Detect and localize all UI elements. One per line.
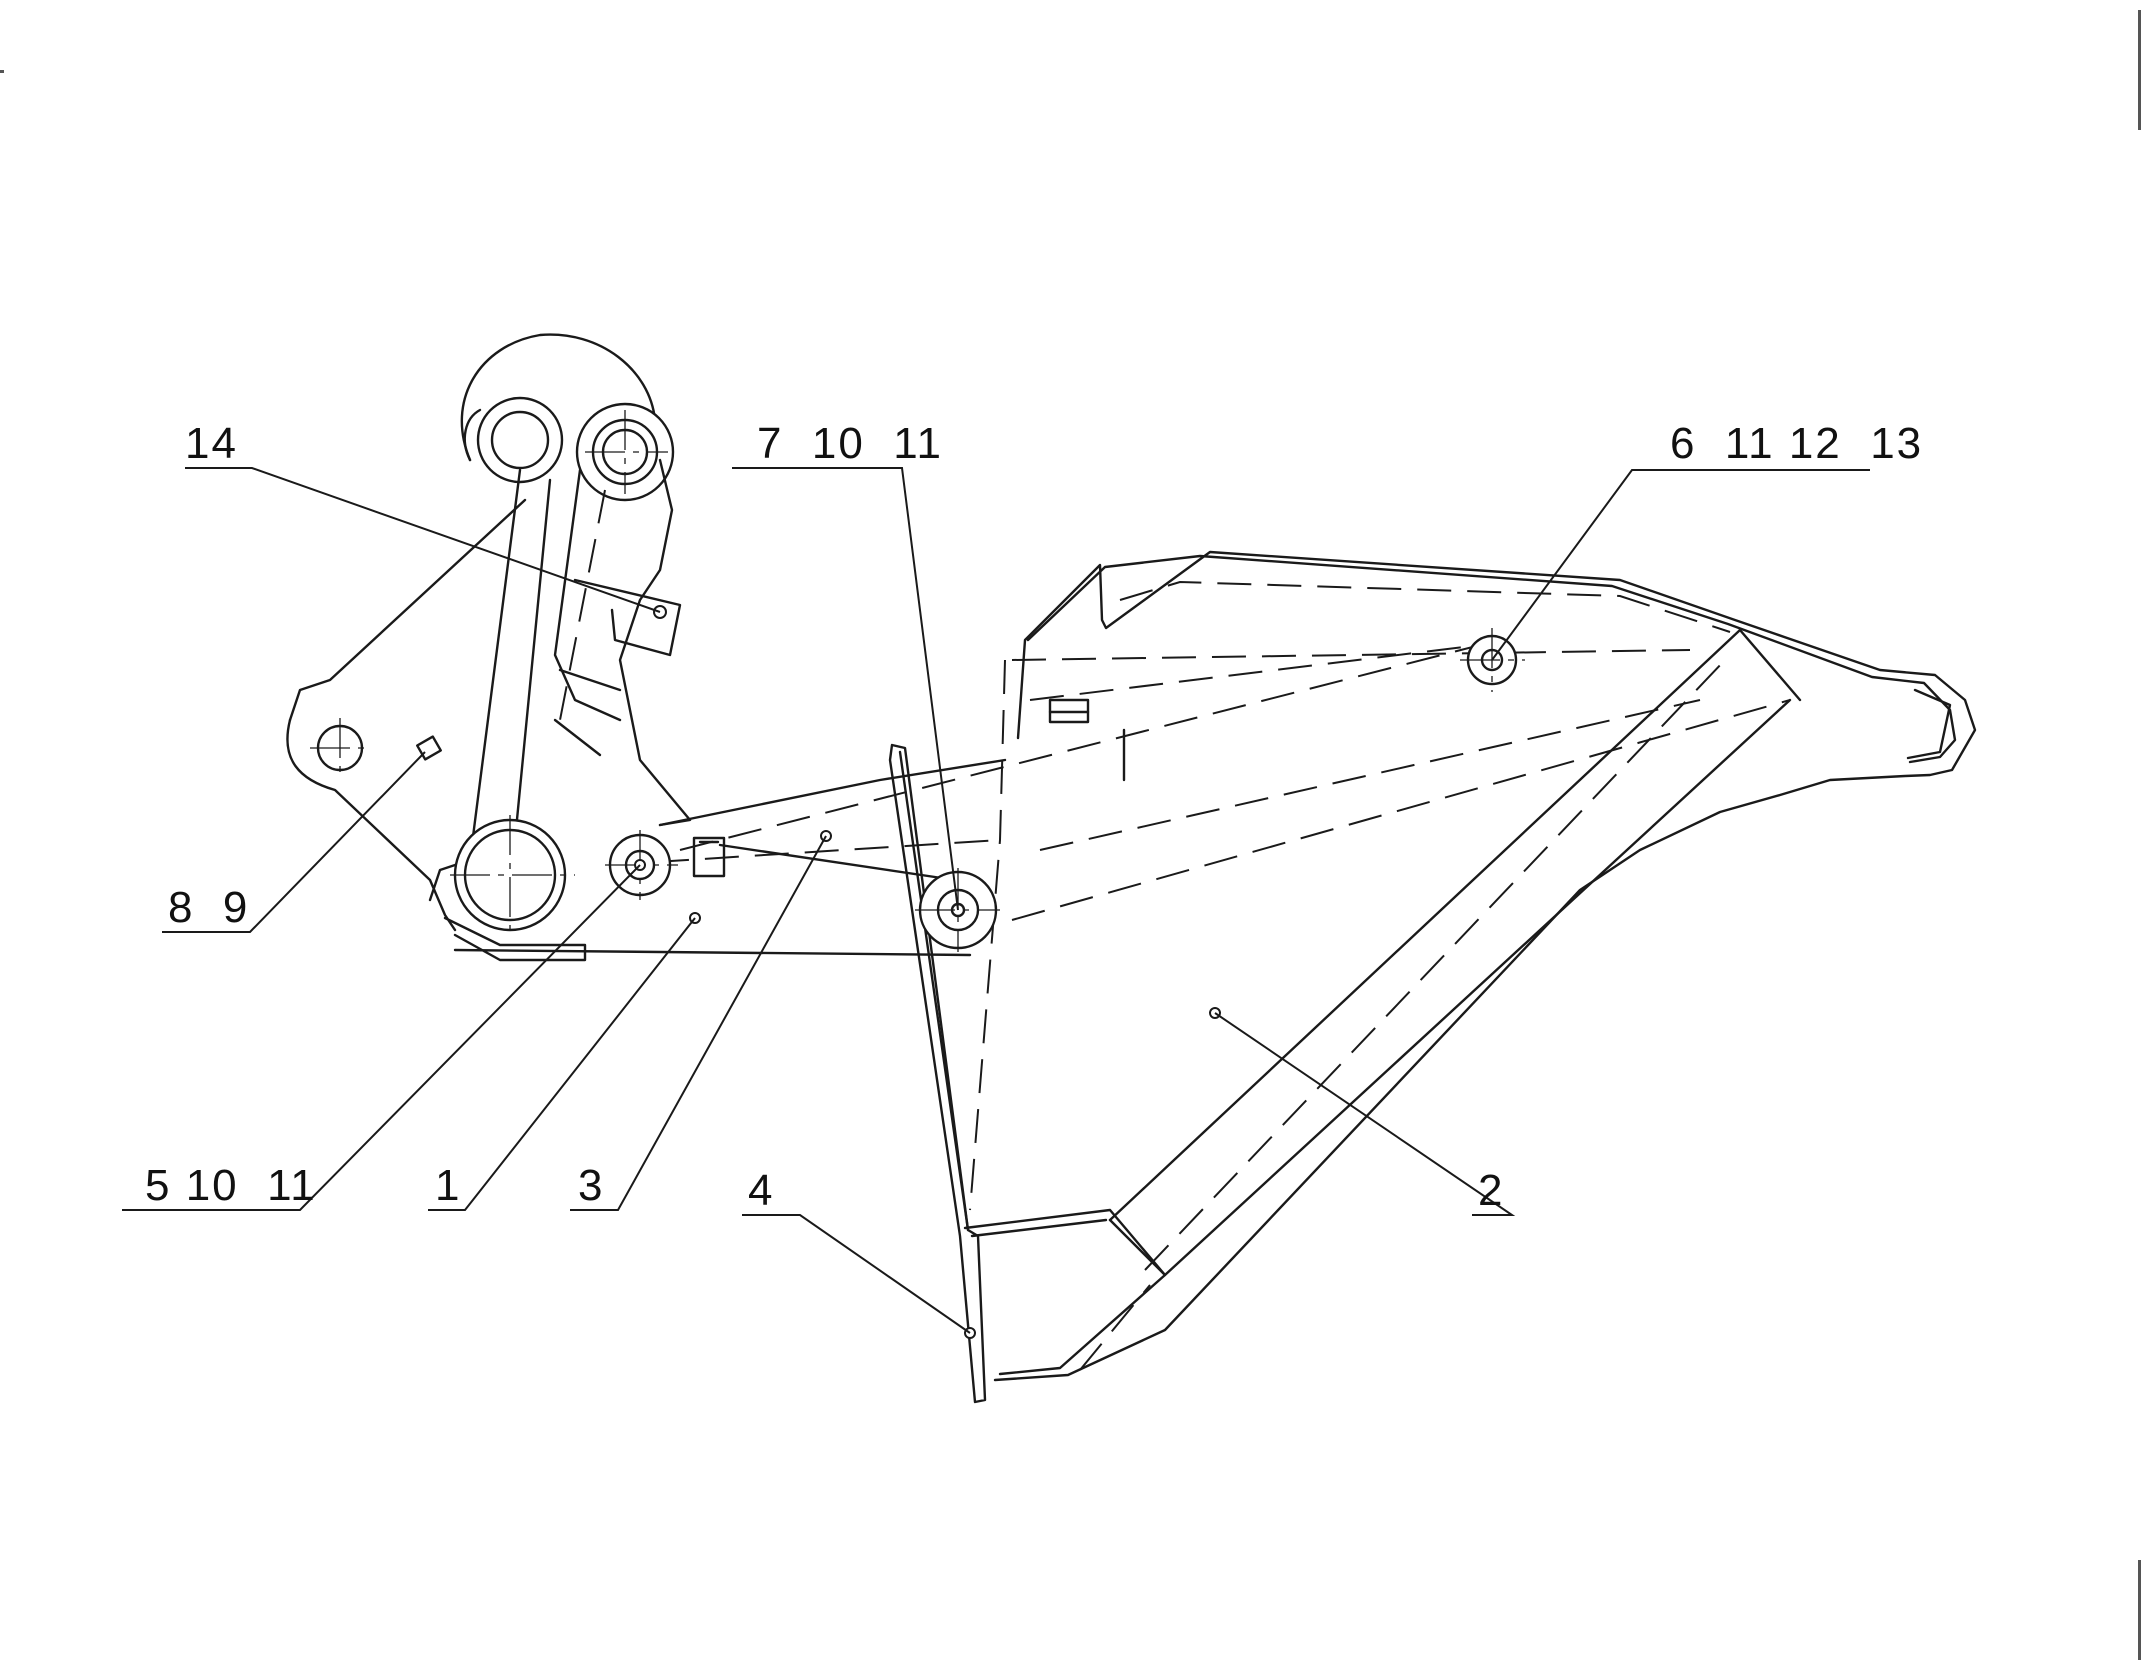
callout-7-10-11: 7 10 11 <box>757 419 943 468</box>
callout-5-10-11: 5 10 11 <box>145 1161 317 1210</box>
leader-2 <box>1214 1012 1516 1216</box>
leader-1 <box>428 917 696 1211</box>
callout-14: 14 <box>185 419 238 468</box>
callout-6-11-12-13: 6 11 12 13 <box>1670 419 1923 468</box>
callout-3: 3 <box>578 1161 604 1210</box>
scan-edge-artifacts <box>0 10 2141 1660</box>
mounting-frame-part-1 <box>286 333 692 962</box>
callout-2: 2 <box>1478 1166 1504 1215</box>
leader-4 <box>742 1214 971 1334</box>
leader-5-10-11 <box>122 864 641 1211</box>
ripper-shank-part-2 <box>963 550 1977 1382</box>
callout-leaders <box>122 467 1870 1334</box>
leader-14 <box>185 467 661 613</box>
leader-8-9 <box>162 751 426 933</box>
callout-4: 4 <box>748 1166 774 1215</box>
leader-7-10-11 <box>732 467 959 911</box>
callout-1: 1 <box>435 1161 461 1210</box>
leader-6-11-12-13 <box>1491 469 1870 661</box>
callout-8-9: 8 9 <box>168 883 249 932</box>
callout-labels: 14 7 10 11 6 11 12 13 8 9 5 10 11 1 3 4 … <box>145 419 1923 1215</box>
leader-3 <box>570 835 827 1211</box>
beam-part-3 <box>453 639 1501 957</box>
